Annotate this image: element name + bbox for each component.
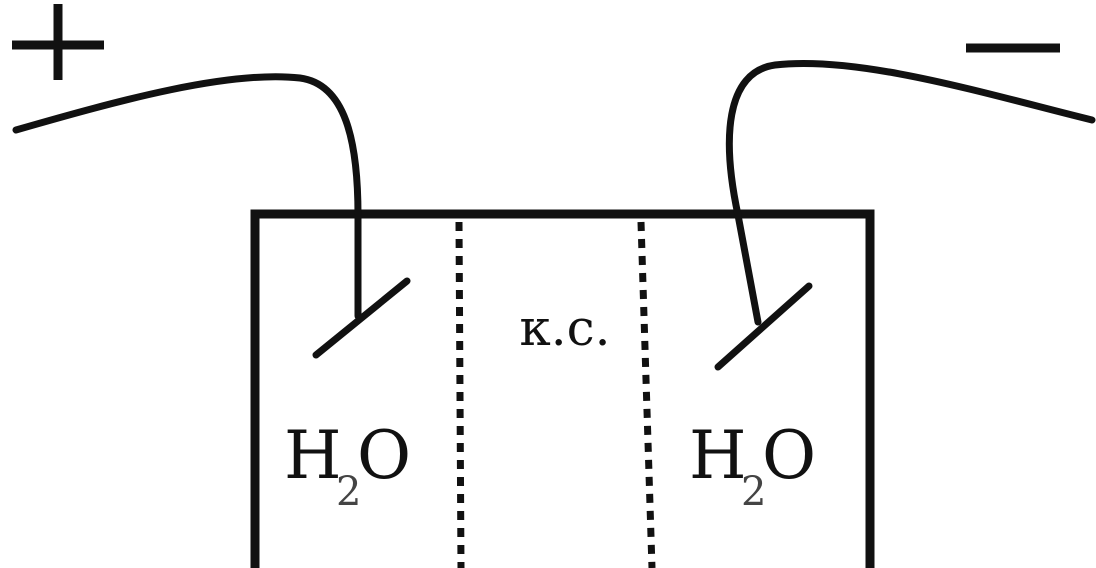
anode-formula-o: O bbox=[357, 417, 411, 494]
anode-formula-subscript: 2 bbox=[336, 469, 361, 515]
positive-terminal bbox=[12, 4, 104, 80]
anode-electrode bbox=[312, 277, 411, 359]
anode-water-formula: H 2 O bbox=[284, 417, 411, 515]
membrane-right bbox=[637, 221, 656, 568]
cathode-formula-h: H bbox=[689, 417, 747, 494]
cathode-formula-o: O bbox=[762, 417, 816, 494]
anode-wire bbox=[12, 73, 362, 320]
anode-formula-h: H bbox=[284, 417, 342, 494]
cathode-electrode bbox=[714, 282, 813, 371]
membrane-left bbox=[455, 221, 465, 568]
cathode-formula-subscript: 2 bbox=[741, 469, 766, 515]
middle-compartment-label: к.с. bbox=[519, 299, 610, 357]
cathode-water-formula: H 2 O bbox=[689, 417, 816, 515]
cathode-wire bbox=[725, 59, 1096, 326]
cell-container bbox=[250, 209, 875, 568]
